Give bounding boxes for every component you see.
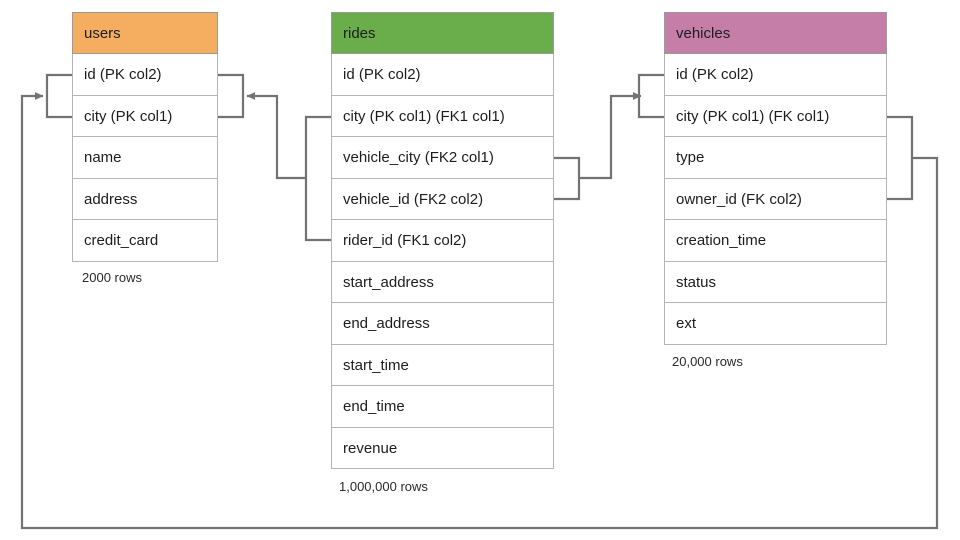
table-rides[interactable]: rides id (PK col2) city (PK col1) (FK1 c… — [331, 12, 554, 469]
table-rides-column-start-address: start_address — [331, 261, 554, 303]
table-rides-column-revenue: revenue — [331, 427, 554, 469]
table-vehicles[interactable]: vehicles id (PK col2) city (PK col1) (FK… — [664, 12, 887, 345]
connector-rides-fk2-to-vehicles — [579, 92, 642, 180]
connector-users-left-bracket — [45, 73, 72, 119]
connector-vehicles-right-bracket — [887, 115, 914, 201]
table-vehicles-column-status: status — [664, 261, 887, 303]
table-rides-row-count: 1,000,000 rows — [339, 479, 428, 494]
table-users[interactable]: users id (PK col2) city (PK col1) name a… — [72, 12, 218, 262]
table-vehicles-column-type: type — [664, 137, 887, 179]
table-users-row-count: 2000 rows — [82, 270, 142, 285]
table-vehicles-column-ext: ext — [664, 303, 887, 345]
table-rides-column-rider-id: rider_id (FK1 col2) — [331, 220, 554, 262]
table-vehicles-header: vehicles — [664, 12, 887, 54]
table-rides-column-vehicle-id: vehicle_id (FK2 col2) — [331, 178, 554, 220]
connector-rides-fk2-bracket — [554, 156, 581, 201]
table-vehicles-row-count: 20,000 rows — [672, 354, 743, 369]
table-users-column-id: id (PK col2) — [72, 54, 218, 96]
table-rides-column-start-time: start_time — [331, 344, 554, 386]
table-rides-column-id: id (PK col2) — [331, 54, 554, 96]
table-users-column-address: address — [72, 178, 218, 220]
table-rides-column-vehicle-city: vehicle_city (FK2 col1) — [331, 137, 554, 179]
table-vehicles-column-id: id (PK col2) — [664, 54, 887, 96]
table-vehicles-column-creation-time: creation_time — [664, 220, 887, 262]
table-rides-column-end-address: end_address — [331, 303, 554, 345]
connector-rides-fk1-bracket — [304, 115, 331, 242]
table-users-column-name: name — [72, 137, 218, 179]
table-vehicles-column-city: city (PK col1) (FK col1) — [664, 95, 887, 137]
table-rides-header: rides — [331, 12, 554, 54]
table-users-header: users — [72, 12, 218, 54]
table-rides-column-end-time: end_time — [331, 386, 554, 428]
table-users-column-city: city (PK col1) — [72, 95, 218, 137]
table-vehicles-column-owner-id: owner_id (FK col2) — [664, 178, 887, 220]
table-rides-column-city: city (PK col1) (FK1 col1) — [331, 95, 554, 137]
connector-rides-fk1-to-users — [246, 92, 306, 180]
connector-vehicles-left-bracket — [637, 73, 664, 119]
table-users-column-credit-card: credit_card — [72, 220, 218, 262]
connector-users-right-bracket — [218, 73, 245, 119]
